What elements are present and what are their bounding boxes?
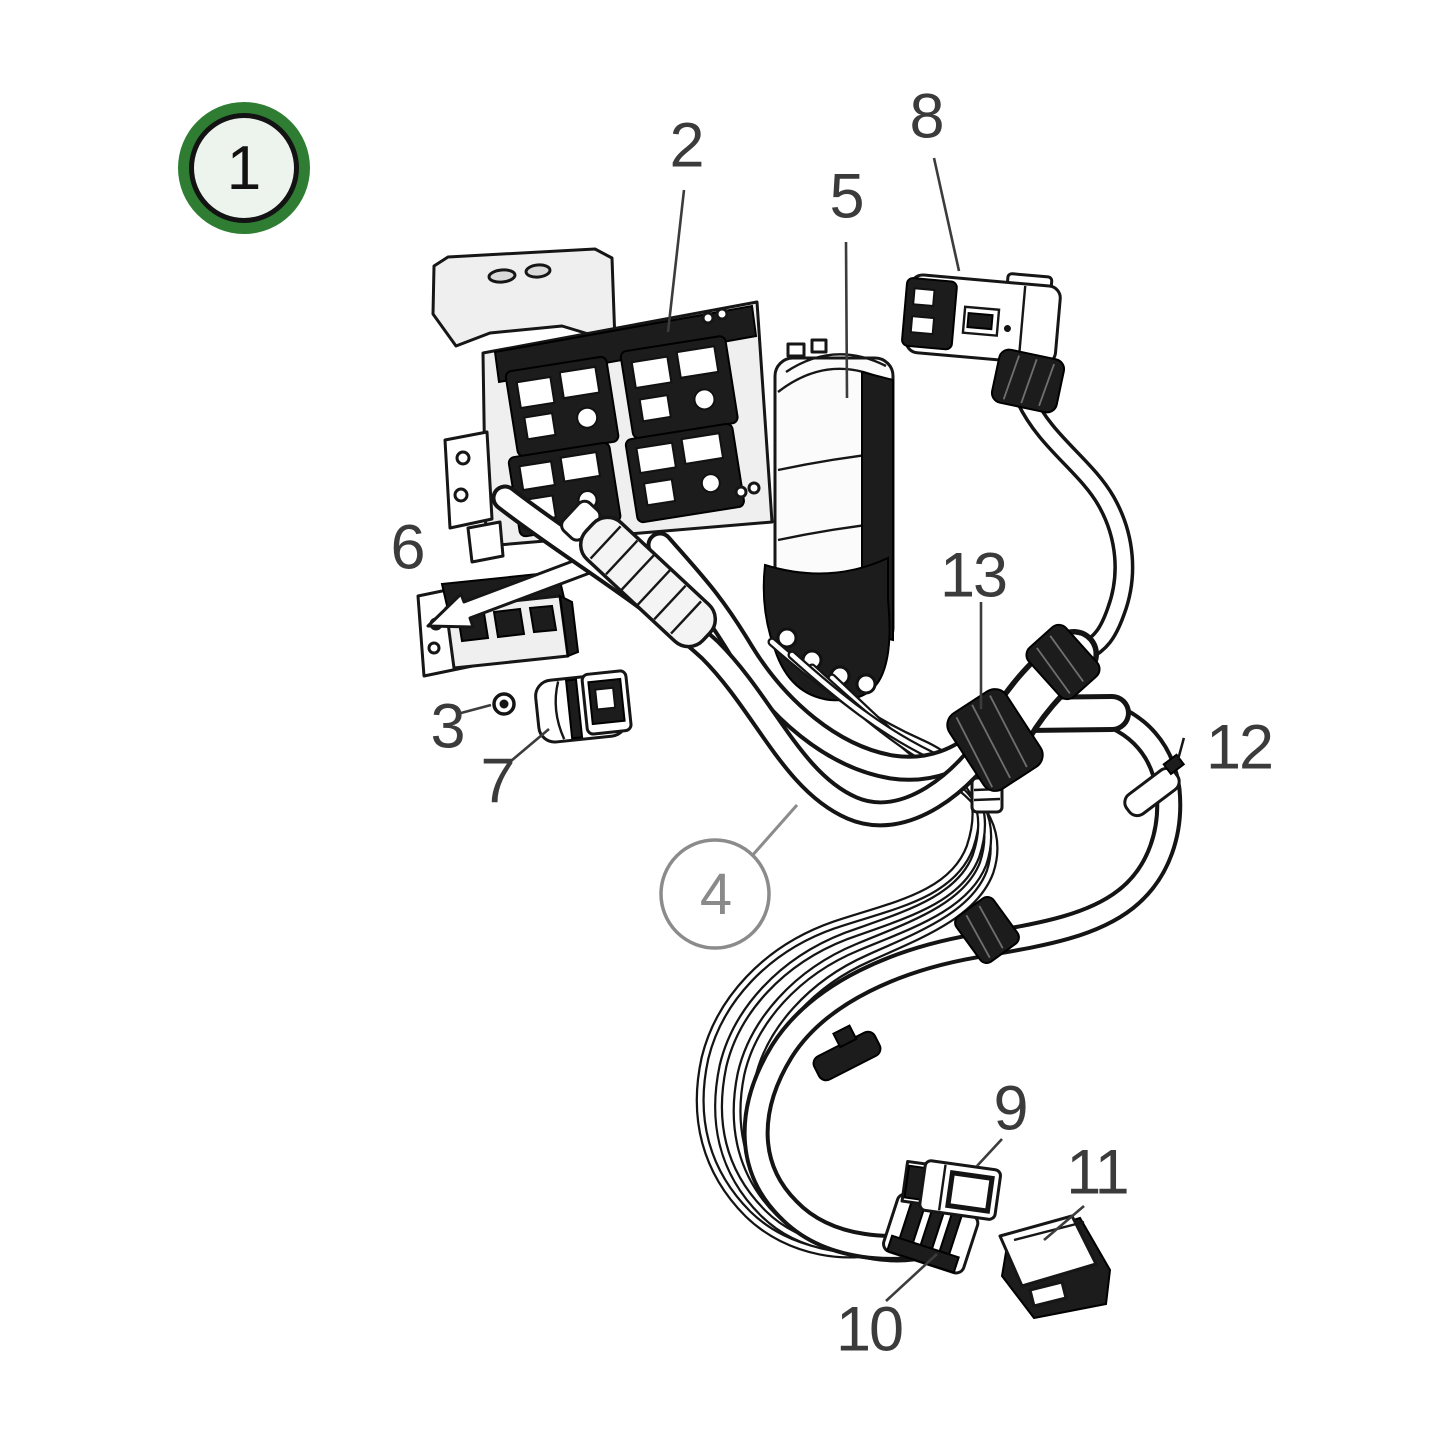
part-8-right-angle-connector — [901, 272, 1066, 414]
callout-6-label: 6 — [390, 512, 425, 583]
callout-1-number: 1 — [189, 113, 299, 223]
callout-4-circle — [659, 838, 771, 950]
bracket-connector-block — [619, 335, 739, 440]
callout-9-label: 9 — [993, 1073, 1028, 1144]
callout-10-label: 10 — [835, 1294, 904, 1365]
bracket-connector-block — [624, 422, 745, 524]
callout-1-badge: 1 — [178, 102, 310, 234]
part-3-screw — [492, 692, 516, 716]
bracket-connector-block — [504, 355, 620, 458]
callout-7-label: 7 — [480, 746, 515, 817]
tape-wrap — [954, 896, 1020, 964]
callout-13-label: 13 — [939, 540, 1008, 611]
callout-4-label: 4 — [699, 862, 732, 927]
callout-3-label: 3 — [430, 691, 465, 762]
leader-lines — [460, 157, 1085, 1302]
corrugated-sleeve — [560, 499, 718, 649]
callout-2-label: 2 — [669, 110, 704, 181]
cable-tie — [812, 1024, 882, 1082]
part-6-relay-block — [416, 570, 580, 678]
callout-12-label: 12 — [1205, 712, 1274, 783]
callout-11-label: 11 — [1066, 1137, 1129, 1208]
assembly-arrow — [426, 550, 605, 629]
part-2-mounting-bracket — [431, 247, 774, 564]
part-7-connector — [534, 669, 633, 744]
callout-8-label: 8 — [909, 81, 944, 152]
part-12-band-clamp — [1123, 737, 1186, 818]
callout-5-label: 5 — [829, 161, 864, 232]
part-9-connector — [900, 1159, 1002, 1221]
part-13-taped-junction — [946, 623, 1131, 814]
part-11-connector — [998, 1214, 1112, 1320]
